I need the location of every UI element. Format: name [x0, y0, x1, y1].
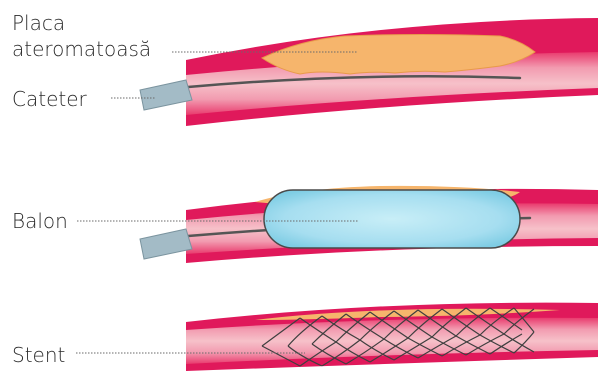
catheter-tube — [140, 80, 192, 110]
label-balon: Balon — [12, 209, 68, 233]
vessel-2 — [140, 186, 598, 263]
label-placa-line2: ateromatoasă — [12, 37, 151, 61]
label-stent: Stent — [12, 343, 65, 367]
vessel-3 — [186, 303, 598, 371]
vessel-1 — [140, 18, 598, 126]
label-placa-line1: Placa — [12, 11, 65, 35]
balloon — [264, 190, 520, 248]
label-cateter: Cateter — [12, 87, 87, 111]
catheter-tube-2 — [140, 229, 192, 259]
